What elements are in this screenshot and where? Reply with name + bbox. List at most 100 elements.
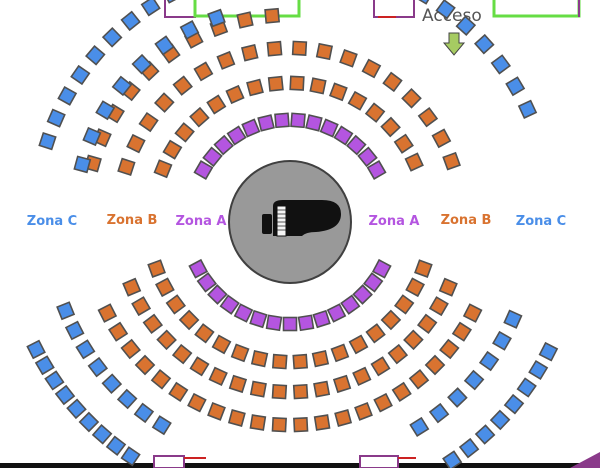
seat-zone-b-bottom-row1 — [414, 259, 433, 278]
seat-zone-b-bottom-row3 — [293, 417, 309, 433]
seat-zone-b-bottom-row3 — [168, 381, 189, 402]
seat-zone-c-bottom-right-outer — [489, 409, 511, 431]
seat-zone-c-top-left-inner — [179, 20, 200, 40]
seat-zone-c-top-left-inner — [154, 35, 175, 56]
seat-zone-b-bottom-row1 — [311, 350, 330, 368]
seat-zone-a-bottom — [362, 272, 384, 293]
seat-zone-b-top-row2 — [431, 128, 452, 149]
seat-zone-b-top-row2 — [240, 43, 259, 62]
seat-zone-b-bottom-row2 — [428, 296, 449, 317]
seat-zone-b-top-row1 — [309, 77, 327, 95]
seat-zone-b-top-row2 — [266, 40, 283, 57]
seat-zone-c-bottom-right-outer — [516, 377, 537, 398]
seat-zone-b-top-row1 — [162, 139, 183, 160]
seat-zone-b-bottom-row2 — [131, 296, 152, 317]
door-frame-center — [373, 0, 415, 18]
seat-zone-c-top-left-outer — [70, 64, 91, 86]
seat-zone-c-bottom-left-outer — [44, 370, 65, 391]
seat-zone-b-bottom-row2 — [332, 374, 352, 394]
seat-zone-c-top-left-outer — [101, 26, 123, 48]
seat-zone-c-bottom-right-outer — [474, 424, 496, 445]
seat-zone-c-top-left-outer — [38, 132, 57, 151]
seat-zone-b-bottom-row1 — [230, 343, 250, 363]
seat-zone-b-bottom-row3 — [187, 392, 207, 413]
seat-zone-c-bottom-left-inner — [151, 415, 172, 436]
seat-zone-b-bottom-row2 — [228, 374, 248, 394]
seat-zone-a-top — [257, 114, 275, 132]
seat-zone-b-bottom-row3 — [134, 354, 156, 376]
seat-zone-b-bottom-row3 — [391, 381, 412, 402]
seats — [26, 0, 559, 468]
seat-zone-a-bottom — [207, 284, 228, 305]
seat-zone-b-bottom-row3 — [249, 414, 267, 431]
zone-b-label-right: Zona B — [441, 213, 492, 228]
seat-zone-b-top-row1 — [174, 122, 195, 143]
seat-zone-b-bottom-row3 — [271, 417, 287, 433]
seat-zone-b-top-row2 — [361, 58, 382, 79]
seat-zone-b-bottom-row1 — [405, 277, 425, 298]
seat-zone-c-top-left-outer — [85, 45, 106, 66]
seat-zone-b-top-row1 — [289, 75, 305, 91]
seat-zone-a-bottom — [297, 314, 315, 332]
seat-zone-c-bottom-left-outer — [54, 384, 76, 406]
seat-zone-b-bottom-row3 — [227, 409, 246, 427]
seat-zone-c-bottom-left-inner — [87, 356, 109, 378]
seat-zone-b-top-row2 — [138, 111, 159, 133]
seat-zone-b-top-row2 — [126, 133, 146, 154]
seat-zone-a-bottom — [371, 258, 392, 279]
seat-zone-b-bottom-row3 — [354, 401, 373, 421]
seat-zone-b-bottom-row1 — [380, 309, 402, 331]
seat-zone-c-top-right — [435, 0, 456, 20]
seat-zone-c-top-left-inner — [73, 155, 92, 174]
seat-zone-a-bottom — [219, 294, 240, 315]
seat-zone-b-bottom-row3 — [439, 338, 460, 360]
seat-zone-b-bottom-row3 — [424, 354, 446, 376]
seat-zone-b-top-row2 — [417, 106, 439, 128]
seat-zone-c-top-left-outer — [120, 10, 141, 32]
seat-zone-c-top-right — [413, 0, 434, 5]
seat-zone-b-top-row1 — [189, 106, 210, 128]
seat-zone-c-bottom-left-outer — [91, 423, 113, 445]
seat-zone-a-bottom — [249, 309, 268, 329]
seat-zone-b-bottom-row1 — [393, 294, 415, 315]
seat-zone-b-bottom-row2 — [122, 277, 142, 297]
seat-zone-a-top — [226, 125, 247, 146]
seat-zone-b-bottom-row3 — [97, 303, 118, 323]
top-doors — [164, 0, 581, 18]
seat-zone-a-top — [202, 146, 223, 168]
seat-zone-a-top — [274, 112, 290, 129]
seat-zone-b-bottom-row2 — [438, 277, 458, 297]
seat-zone-c-bottom-right-outer — [458, 437, 480, 459]
seat-zone-b-bottom-row3 — [207, 401, 226, 421]
seat-zone-b-top-row2 — [117, 157, 136, 176]
seat-zone-c-bottom-left-outer — [26, 339, 46, 360]
seat-zone-c-top-right — [490, 54, 512, 75]
seat-zone-b-bottom-row1 — [348, 334, 369, 355]
seat-zone-b-bottom-row1 — [211, 334, 232, 355]
zone-c-label-right: Zona C — [516, 214, 566, 229]
seat-zone-c-top-left-outer — [46, 108, 66, 128]
seat-zone-b-bottom-row1 — [330, 343, 350, 363]
seat-zone-a-top — [290, 112, 306, 129]
seat-zone-c-bottom-left-outer — [105, 435, 127, 456]
seat-zone-b-top-row1 — [225, 84, 245, 105]
seat-zone-c-bottom-right-inner — [492, 330, 512, 351]
seat-zone-c-bottom-right-inner — [503, 309, 523, 329]
seat-zone-b-bottom-row2 — [208, 366, 228, 386]
seat-zone-a-top — [345, 134, 367, 156]
seat-zone-c-bottom-left-outer — [34, 355, 55, 376]
zone-a-label-left: Zona A — [176, 214, 227, 229]
seat-zone-b-bottom-row2 — [171, 343, 193, 365]
seat-zone-c-bottom-right-inner — [428, 402, 450, 424]
seat-zone-b-bottom-row3 — [408, 369, 430, 390]
seat-zone-b-bottom-row1 — [194, 323, 215, 344]
door-bottom-left — [153, 455, 185, 468]
seat-zone-c-bottom-right-inner — [447, 387, 468, 408]
seat-zone-b-top-row2 — [442, 151, 461, 171]
seat-zone-a-bottom — [188, 258, 209, 279]
seat-zone-b-bottom-row3 — [150, 369, 172, 390]
seat-zone-b-top-row2 — [339, 48, 358, 68]
seat-zone-b-top-row1 — [393, 133, 414, 154]
seat-zone-b-bottom-row1 — [147, 259, 166, 278]
bottom-doors — [0, 452, 600, 468]
